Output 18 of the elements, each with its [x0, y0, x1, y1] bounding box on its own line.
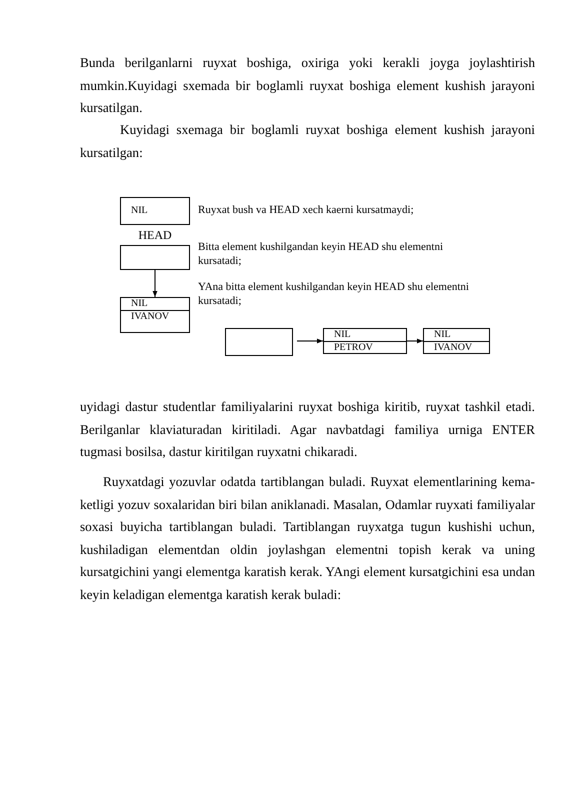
value-label: IVANOV	[121, 310, 189, 323]
step-caption: YAna bitta element kushilgandan keyin HEAD shu elementni kursatadi;	[198, 280, 470, 308]
arrow	[296, 338, 324, 344]
step-caption: Bitta element kushilgandan keyin HEAD shu elementni kursatadi;	[198, 240, 444, 268]
paragraph: Ruyxatdagi yozuvlar odatda tartiblangan buladi. Ruyxat elementlarining kema-ketligi yozuv soxalaridan biri bilan aniklanadi. Masalan, Odamlar ruyxati familiyalar soxasi buyicha tartiblangan buladi. Tartiblangan ruyxatga tugun kushishi uchun, kushiladigan elementdan oldin joylashgan elementni topish kerak va uning kursatgichini yangi elementga karatish kerak. YAngi element kursatgichini esa undan keyin keladigan elementga karatish kerak buladi:	[80, 473, 535, 604]
value-label: IVANOV	[424, 341, 489, 354]
pointer-label: NIL	[130, 298, 149, 310]
paragraph: uyidagi dastur studentlar familiyalarini ruyxat boshiga kiritib, ruyxat tashkil etadi. Berilganlar klaviaturadan kiritiladi. Agar navbatdagi familiya urniga ENTER tugmasi bosilsa, dastur kiritilgan ruyxatni chikaradi.	[80, 398, 535, 462]
paragraph: Bunda berilganlarni ruyxat boshiga, oxiriga yoki kerakli joyga joylashtirish mumkin.Kuyidagi sxemada bir boglamli ruyxat boshiga element kushish jarayoni kursatilgan.	[80, 54, 535, 118]
head-label: HEAD	[137, 228, 173, 243]
paragraph: Kuyidagi sxemaga bir boglamli ruyxat boshiga element kushish jarayoni kursatilgan:	[80, 121, 535, 162]
pointer-label: NIL	[333, 329, 352, 341]
pointer-label: NIL	[433, 329, 452, 341]
arrow	[152, 270, 158, 298]
value-label: PETROV	[324, 341, 406, 354]
arrow	[406, 338, 424, 344]
pointer-label: NIL	[130, 204, 149, 217]
step-caption: Ruyxat bush va HEAD xech kaerni kursatmaydi;	[198, 203, 415, 217]
